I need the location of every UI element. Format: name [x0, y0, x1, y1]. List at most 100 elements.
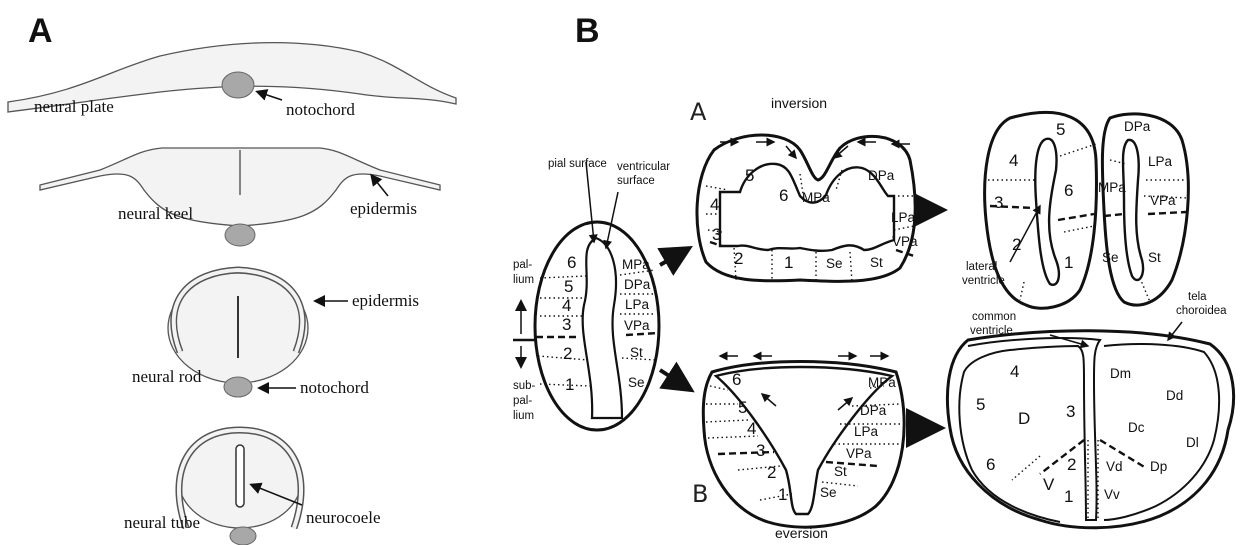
label-inversion: inversion — [771, 95, 827, 111]
label-subpallium-2: pal- — [513, 395, 532, 407]
label-lateral-ventricle-1: lateral — [966, 261, 997, 273]
label-lateral-ventricle-2: ventricle — [962, 275, 1005, 287]
region-st: St — [630, 345, 643, 360]
panel-a: A neural plate notochord neural keel epi… — [8, 12, 456, 545]
ev-region-se: Se — [820, 485, 837, 500]
notochord-shape-4 — [230, 527, 256, 545]
evt-region-1: 1 — [1064, 487, 1073, 506]
invt-region-3: 3 — [994, 193, 1003, 212]
region-lpa: LPa — [625, 297, 650, 312]
evt-region-v: V — [1043, 475, 1055, 494]
inv-region-1: 1 — [784, 253, 793, 272]
label-neural-rod: neural rod — [132, 367, 202, 386]
evt-region-dc: Dc — [1128, 420, 1145, 435]
inv-region-mpa: MPa — [802, 190, 830, 205]
invt-region-5: 5 — [1056, 120, 1065, 139]
label-epidermis-2: epidermis — [352, 291, 419, 310]
label-tela-1: tela — [1188, 291, 1207, 303]
label-subpallium-1: sub- — [513, 380, 536, 392]
inv-region-4: 4 — [710, 195, 719, 214]
evt-region-4: 4 — [1010, 362, 1019, 381]
invt-region-st: St — [1148, 250, 1161, 265]
notochord-shape-2 — [225, 224, 255, 246]
evt-region-3: 3 — [1066, 402, 1075, 421]
ev-region-4: 4 — [747, 419, 756, 438]
inv-region-5: 5 — [745, 166, 754, 185]
inv-region-6: 6 — [779, 186, 788, 205]
everted-telencephalon — [947, 322, 1233, 528]
region-mpa: MPa — [622, 257, 650, 272]
region-2: 2 — [563, 344, 572, 363]
invt-region-4: 4 — [1009, 151, 1018, 170]
region-3: 3 — [562, 315, 571, 334]
region-dpa: DPa — [624, 277, 651, 292]
neural-keel-drawing — [40, 148, 440, 246]
invt-region-6: 6 — [1064, 181, 1073, 200]
ev-region-1: 1 — [778, 485, 787, 504]
region-vpa: VPa — [624, 318, 650, 333]
sub-label-a: A — [690, 98, 707, 126]
label-pallium-1: pal- — [513, 259, 532, 271]
evt-region-6: 6 — [986, 455, 995, 474]
label-tela-2: choroidea — [1176, 305, 1227, 317]
pallium-axis — [513, 302, 537, 366]
label-common-ventricle-2: ventricle — [970, 325, 1013, 337]
inv-region-3: 3 — [712, 225, 721, 244]
notochord-shape-3 — [224, 377, 252, 397]
evt-region-2: 2 — [1067, 455, 1076, 474]
ev-region-5: 5 — [738, 398, 747, 417]
invt-region-dpa: DPa — [1124, 119, 1151, 134]
invt-region-mpa: MPa — [1098, 180, 1126, 195]
ev-region-vpa: VPa — [846, 446, 872, 461]
evt-region-vd: Vd — [1106, 459, 1123, 474]
label-ventricular-1: ventricular — [617, 161, 670, 173]
label-pial-surface: pial surface — [548, 158, 607, 170]
region-5: 5 — [564, 277, 573, 296]
ev-region-mpa: MPa — [868, 375, 896, 390]
inv-region-vpa: VPa — [892, 234, 918, 249]
inv-region-dpa: DPa — [868, 168, 895, 183]
label-neural-plate: neural plate — [34, 97, 114, 116]
evt-region-dp: Dp — [1150, 459, 1167, 474]
region-1: 1 — [565, 375, 574, 394]
sub-label-b: B — [692, 480, 708, 508]
region-6: 6 — [567, 253, 576, 272]
label-ventricular-2: surface — [617, 175, 655, 187]
evt-region-dl: Dl — [1186, 435, 1199, 450]
invt-region-2: 2 — [1012, 235, 1021, 254]
ev-region-3: 3 — [756, 441, 765, 460]
label-neural-tube: neural tube — [124, 513, 200, 532]
evt-region-vv: Vv — [1104, 487, 1120, 502]
evt-region-dd: Dd — [1166, 388, 1183, 403]
inv-region-lpa: LPa — [891, 210, 916, 225]
inv-region-st: St — [870, 255, 883, 270]
label-neural-keel: neural keel — [118, 204, 193, 223]
region-se: Se — [628, 375, 645, 390]
panel-a-letter: A — [28, 12, 53, 50]
inv-region-se: Se — [826, 256, 843, 271]
ev-region-dpa: DPa — [860, 403, 887, 418]
label-neurocoele: neurocoele — [306, 508, 381, 527]
ev-region-lpa: LPa — [854, 424, 879, 439]
arrow-to-inversion — [660, 250, 686, 265]
label-eversion: eversion — [775, 525, 828, 541]
invt-region-lpa: LPa — [1148, 154, 1173, 169]
ev-region-6: 6 — [732, 370, 741, 389]
invt-region-1: 1 — [1064, 253, 1073, 272]
region-4: 4 — [562, 296, 571, 315]
panel-b-letter: B — [575, 12, 600, 50]
ev-region-st: St — [834, 464, 847, 479]
label-common-ventricle-1: common — [972, 311, 1016, 323]
inv-region-2: 2 — [734, 249, 743, 268]
invt-region-se: Se — [1102, 250, 1119, 265]
ev-region-2: 2 — [767, 463, 776, 482]
panel-b: B pial surface ventricular surface 6 5 4… — [513, 12, 1234, 541]
evt-region-5: 5 — [976, 395, 985, 414]
evt-region-dm: Dm — [1110, 366, 1131, 381]
inverted-hemispheres — [985, 112, 1189, 308]
invt-region-vpa: VPa — [1150, 193, 1176, 208]
label-notochord-1: notochord — [286, 100, 355, 119]
notochord-shape — [222, 72, 254, 98]
label-subpallium-3: lium — [513, 410, 534, 422]
